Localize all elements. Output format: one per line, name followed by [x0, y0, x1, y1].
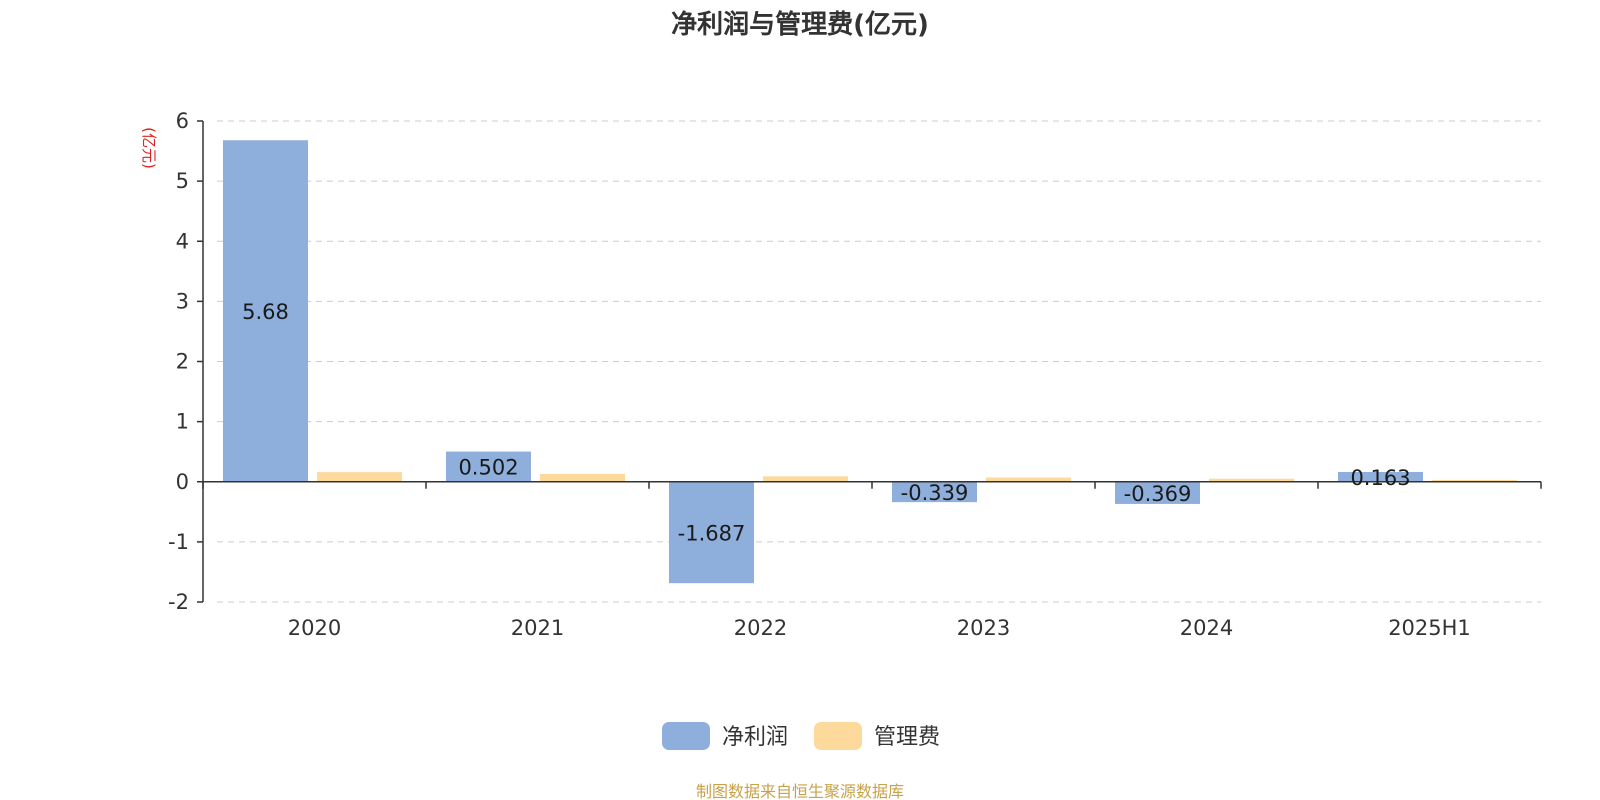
x-tick-label: 2022 [734, 616, 787, 640]
data-labels: 5.68 0.502 -1.687 -0.339 -0.369 0.163 [242, 300, 1410, 545]
bar-net-profit-2020[interactable] [223, 140, 308, 482]
y-tick-label: -1 [168, 530, 189, 554]
legend[interactable]: 净利润 管理费 [662, 722, 940, 750]
bar-admin-expense-2024[interactable] [1209, 478, 1294, 482]
bar-net-profit-2025H1[interactable] [1338, 471, 1423, 482]
data-label-net-profit-2021: 0.502 [458, 456, 518, 480]
data-label-net-profit-2020: 5.68 [242, 300, 289, 324]
bar-net-profit-2023[interactable] [892, 481, 977, 503]
bars [223, 140, 1517, 584]
bar-admin-expense-2021[interactable] [540, 473, 625, 482]
data-label-net-profit-2023: -0.339 [901, 481, 969, 505]
chart-title: 净利润与管理费(亿元) [671, 9, 929, 40]
x-tick-label: 2023 [957, 616, 1010, 640]
y-tick-label: 2 [176, 350, 189, 374]
data-label-net-profit-2022: -1.687 [678, 521, 746, 545]
x-tick-label: 2024 [1180, 616, 1233, 640]
source-footer: 制图数据来自恒生聚源数据库 [696, 782, 904, 800]
bar-admin-expense-2020[interactable] [317, 472, 402, 482]
y-tick-label: 4 [176, 229, 189, 253]
bar-net-profit-2021[interactable] [446, 451, 531, 482]
x-tick-label: 2021 [511, 616, 564, 640]
legend-label-net-profit[interactable]: 净利润 [722, 725, 788, 750]
bar-admin-expense-2023[interactable] [986, 477, 1071, 482]
grid-lines [217, 120, 1541, 603]
bar-admin-expense-2025H1[interactable] [1432, 479, 1517, 482]
legend-swatch-net-profit[interactable] [662, 722, 710, 750]
y-tick-label: 0 [176, 470, 189, 494]
data-label-net-profit-2025H1: 0.163 [1350, 466, 1410, 490]
y-tick-label: 5 [176, 169, 189, 193]
legend-swatch-admin-expense[interactable] [814, 722, 862, 750]
y-tick-label: 3 [176, 289, 189, 313]
bar-admin-expense-2022[interactable] [763, 476, 848, 482]
x-tick-label: 2020 [288, 616, 341, 640]
y-tick-label: 6 [176, 109, 189, 133]
y-tick-label: 1 [176, 410, 189, 434]
legend-label-admin-expense[interactable]: 管理费 [874, 725, 940, 750]
y-tick-label: -2 [168, 590, 189, 614]
bar-net-profit-2022[interactable] [669, 481, 754, 584]
data-label-net-profit-2024: -0.369 [1124, 482, 1192, 506]
bar-net-profit-2024[interactable] [1115, 481, 1200, 504]
y-axis-unit-label: (亿元) [140, 127, 158, 169]
x-tick-label: 2025H1 [1388, 616, 1471, 640]
axes: 6 5 4 3 2 1 0 -1 -2 2020 2021 2022 2023 2024 2025H1 [168, 109, 1542, 640]
